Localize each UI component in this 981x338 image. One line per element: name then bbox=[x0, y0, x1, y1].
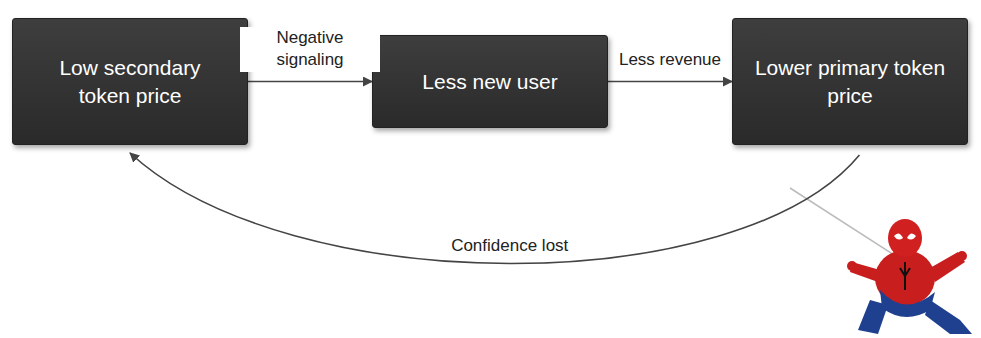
box-text: Lower primary token price bbox=[751, 54, 949, 109]
process-box: Lower primary token price bbox=[732, 18, 968, 145]
process-box: Low secondary token price bbox=[12, 18, 248, 145]
edge-label: Negative signaling bbox=[240, 27, 380, 71]
box-text: Low secondary token price bbox=[31, 54, 229, 109]
process-box: Less new user bbox=[372, 35, 608, 128]
box-text: Less new user bbox=[422, 68, 557, 95]
connector-arrow bbox=[130, 153, 859, 264]
edge-label: Less revenue bbox=[616, 49, 724, 71]
spiderman-figure bbox=[847, 219, 972, 334]
connector-arrow bbox=[608, 81, 732, 83]
edge-label: Confidence lost bbox=[448, 235, 571, 257]
connector-arrow bbox=[248, 81, 372, 83]
